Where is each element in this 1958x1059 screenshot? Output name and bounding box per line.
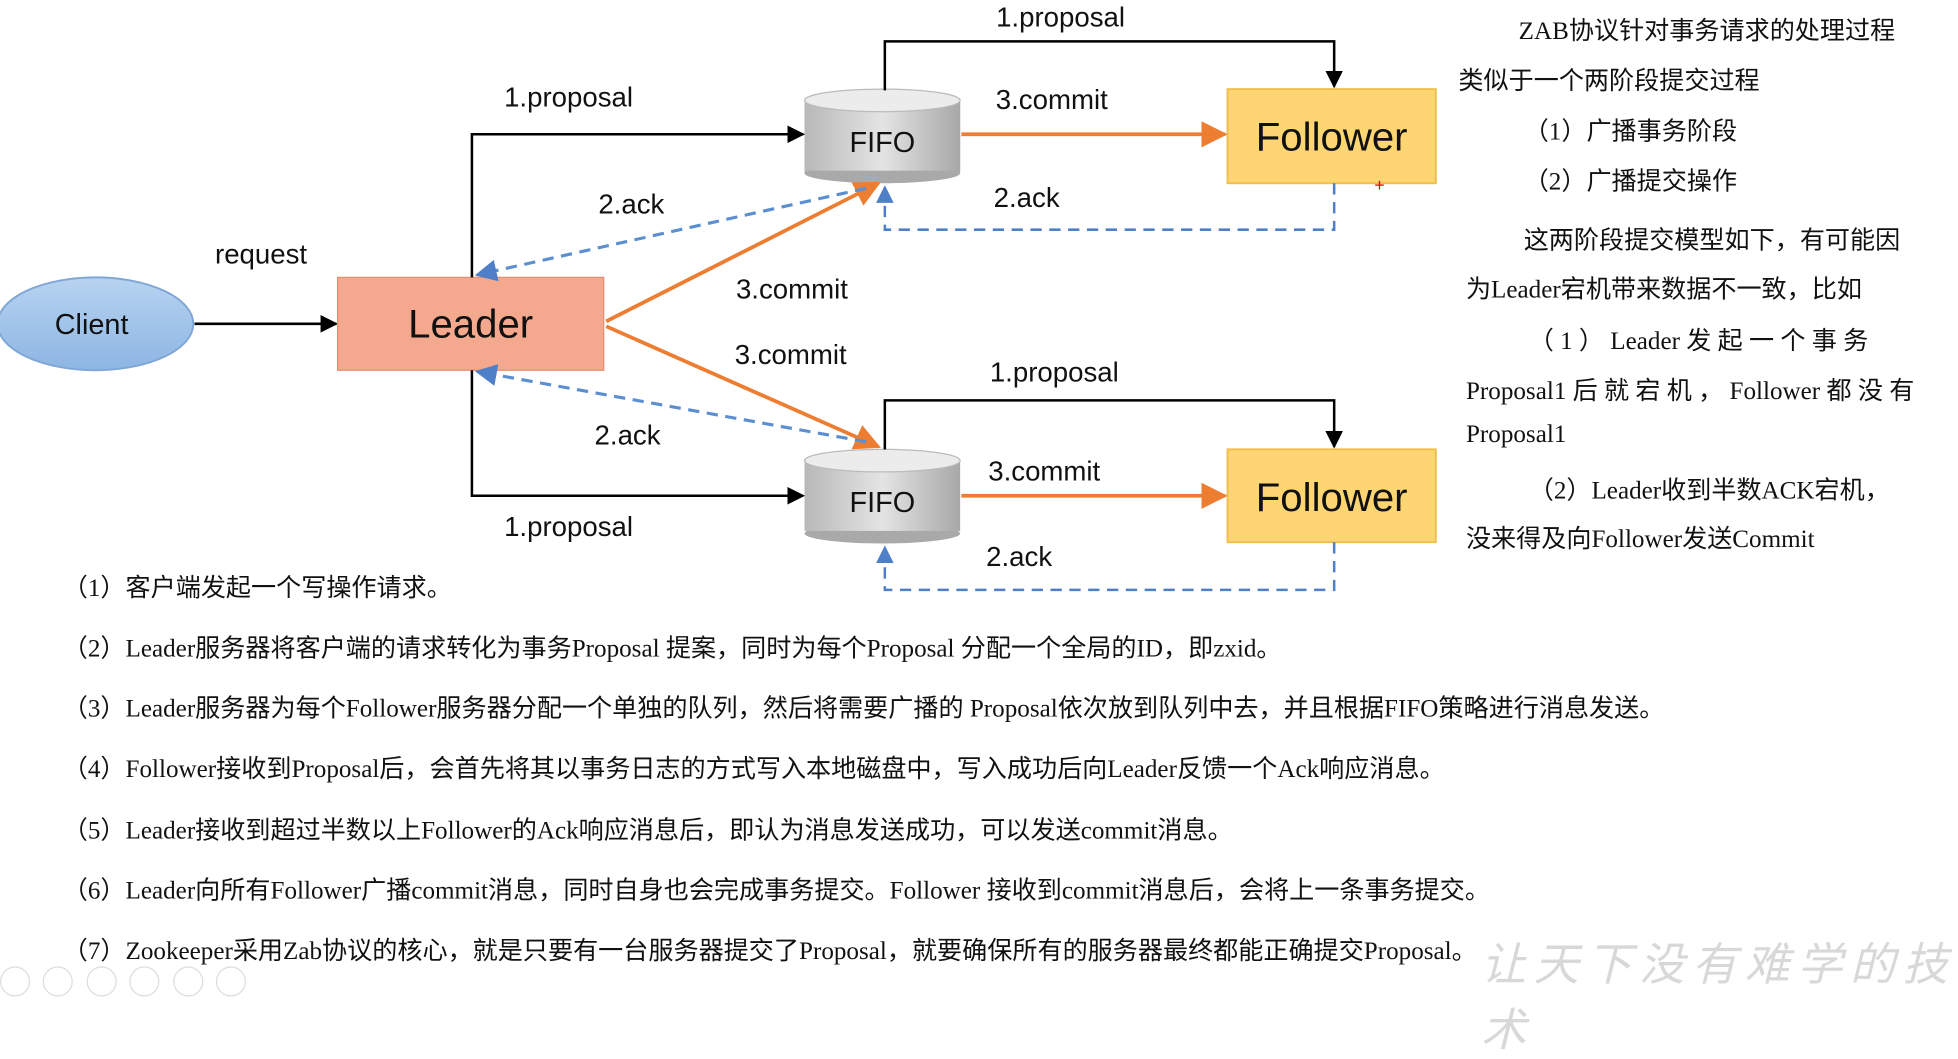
proposal-label-fifo-bottom: 1.proposal xyxy=(990,357,1119,388)
ack-arrow-bottom-leader xyxy=(474,364,867,444)
commit-label-leader-bottom: 3.commit xyxy=(735,339,847,370)
step-line: （1）客户端发起一个写操作请求。 xyxy=(62,574,452,603)
leader-node: Leader xyxy=(336,276,605,371)
ack-label-follower-top: 2.ack xyxy=(994,182,1060,213)
side-line: 这两阶段提交模型如下，有可能因 xyxy=(1523,227,1901,255)
follower-top: Follower xyxy=(1226,88,1437,185)
side-line: Proposal1 后 就 宕 机 ， Follower 都 没 有 xyxy=(1465,377,1915,406)
follower-bottom: Follower xyxy=(1226,448,1437,544)
follower-top-label: Follower xyxy=(1256,115,1408,160)
follower-bottom-label: Follower xyxy=(1256,475,1408,520)
fifo-bottom: FIFO xyxy=(803,448,961,544)
control-icon[interactable] xyxy=(86,966,117,997)
side-line: 类似于一个两阶段提交过程 xyxy=(1458,67,1760,96)
zab-diagram: Client request Leader FIFO FIFO Follower… xyxy=(0,1,1437,592)
side-line: （1）广播事务阶段 xyxy=(1523,117,1738,146)
ack-label-follower-bottom: 2.ack xyxy=(986,541,1052,572)
fifo-top: FIFO xyxy=(803,88,961,184)
side-line: 没来得及向Follower发送Commit xyxy=(1465,525,1815,554)
ack-arrow-follower-fifo-bottom xyxy=(876,542,1336,592)
side-line: （2）Leader收到半数ACK宕机， xyxy=(1528,476,1890,505)
side-line: 为Leader宕机带来数据不一致，比如 xyxy=(1465,276,1862,304)
commit-label-leader-top: 3.commit xyxy=(736,274,848,305)
proposal-label-leader-bottom: 1.proposal xyxy=(504,511,633,542)
commit-label-fifo-bottom: 3.commit xyxy=(988,456,1100,487)
step-line: （5）Leader接收到超过半数以上Follower的Ack响应消息后，即认为消… xyxy=(62,817,1233,845)
proposal-label-fifo-top: 1.proposal xyxy=(996,1,1125,32)
step-line: （3）Leader服务器为每个Follower服务器分配一个单独的队列，然后将需… xyxy=(62,695,1665,723)
side-line: Proposal1 xyxy=(1465,420,1567,449)
step-line: （4）Follower接收到Proposal后，会首先将其以事务日志的方式写入本… xyxy=(62,755,1445,784)
ack-label-bottom-leader: 2.ack xyxy=(595,419,661,450)
commit-label-fifo-top: 3.commit xyxy=(996,84,1108,115)
ack-arrow-top-leader xyxy=(474,186,867,282)
leader-label: Leader xyxy=(408,302,533,347)
control-icon[interactable] xyxy=(216,966,247,997)
slide-controls xyxy=(0,966,254,1002)
client-node: Client xyxy=(0,276,195,372)
proposal-arrow-fifo-follower-bottom xyxy=(883,399,1343,450)
fifo-top-label: FIFO xyxy=(849,127,915,159)
commit-arrow-leader-bottom xyxy=(605,324,881,450)
control-icon[interactable] xyxy=(0,966,31,997)
cursor-mark: + xyxy=(1374,175,1384,195)
proposal-arrow-fifo-follower-top xyxy=(883,40,1343,91)
commit-arrow-leader-top xyxy=(605,181,881,323)
control-icon[interactable] xyxy=(129,966,160,997)
ack-label-top-leader: 2.ack xyxy=(598,188,664,219)
step-line: （7）Zookeeper采用Zab协议的核心，就是只要有一台服务器提交了Prop… xyxy=(62,937,1477,966)
fifo-bottom-label: FIFO xyxy=(849,487,915,519)
ack-arrow-follower-fifo-top xyxy=(876,183,1336,231)
control-icon[interactable] xyxy=(43,966,74,997)
side-line: （ 1 ） Leader 发 起 一 个 事 务 xyxy=(1528,327,1869,356)
step-line: （2）Leader服务器将客户端的请求转化为事务Proposal 提案，同时为每… xyxy=(62,635,1282,663)
client-label: Client xyxy=(55,309,129,341)
watermark: 让天下没有难学的技术 xyxy=(1481,940,1956,1057)
proposal-arrow-leader-bottom xyxy=(470,370,806,505)
step-line: （6）Leader向所有Follower广播commit消息，同时自身也会完成事… xyxy=(62,877,1490,905)
control-icon[interactable] xyxy=(172,966,204,997)
request-label: request xyxy=(215,239,307,270)
proposal-arrow-leader-top xyxy=(470,125,806,278)
proposal-label-leader-top: 1.proposal xyxy=(504,82,633,113)
side-line: ZAB协议针对事务请求的处理过程 xyxy=(1518,17,1896,46)
side-line: （2）广播提交操作 xyxy=(1523,168,1738,196)
